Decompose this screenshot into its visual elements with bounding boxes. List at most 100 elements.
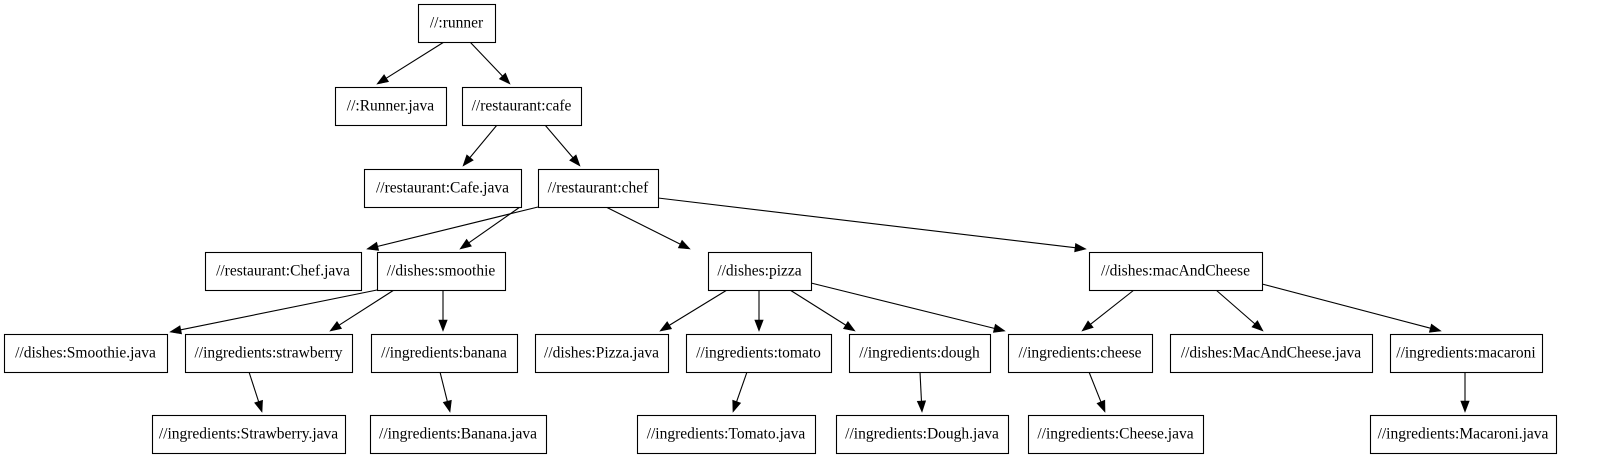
node-box[interactable]	[707, 251, 813, 292]
edge-dishes_pizza-to-ing_cheese	[810, 282, 1006, 333]
arrowhead-icon	[1251, 320, 1264, 332]
node-label: //ingredients:Strawberry.java	[159, 426, 338, 443]
node-restaurant_chef[interactable]: //restaurant:chef	[537, 168, 660, 209]
node-box[interactable]	[534, 333, 670, 374]
node-smoothie_java[interactable]: //dishes:Smoothie.java	[3, 333, 169, 374]
node-chef_java[interactable]: //restaurant:Chef.java	[204, 251, 363, 292]
arrowhead-icon	[366, 241, 380, 251]
edge-line	[469, 41, 503, 77]
edge-line	[1088, 371, 1102, 402]
arrowhead-icon	[1081, 320, 1094, 332]
edge-restaurant_chef-to-dishes_macandchee	[657, 197, 1087, 253]
arrowhead-icon	[916, 400, 927, 413]
arrowhead-icon	[442, 399, 452, 413]
node-restaurant_cafe[interactable]: //restaurant:cafe	[461, 86, 583, 127]
arrowhead-icon	[1096, 399, 1106, 413]
edge-line	[377, 206, 539, 247]
arrowhead-icon	[1074, 243, 1087, 253]
edge-dishes_pizza-to-pizza_java	[659, 289, 728, 332]
node-box[interactable]	[1369, 414, 1558, 455]
node-box[interactable]	[417, 3, 497, 44]
node-dishes_macandchee[interactable]: //dishes:macAndCheese	[1088, 251, 1264, 292]
arrowhead-icon	[732, 399, 742, 413]
node-label: //ingredients:Tomato.java	[647, 426, 806, 443]
node-runner[interactable]: //:runner	[417, 3, 497, 44]
edge-line	[544, 124, 574, 158]
node-dough_java[interactable]: //ingredients:Dough.java	[835, 414, 1010, 455]
node-box[interactable]	[1169, 333, 1374, 374]
node-ing_macaroni[interactable]: //ingredients:macaroni	[1389, 333, 1544, 374]
edge-ing_strawberry-to-strawberry_java	[248, 371, 263, 413]
node-macandcheese_java[interactable]: //dishes:MacAndCheese.java	[1169, 333, 1374, 374]
node-tomato_java[interactable]: //ingredients:Tomato.java	[636, 414, 817, 455]
edge-ing_macaroni-to-macaroni_java	[1460, 372, 1470, 413]
node-box[interactable]	[537, 168, 660, 209]
edge-layer	[169, 41, 1470, 413]
node-box[interactable]	[3, 333, 169, 374]
node-box[interactable]	[1027, 414, 1205, 455]
node-ing_cheese[interactable]: //ingredients:cheese	[1007, 333, 1154, 374]
node-box[interactable]	[370, 333, 519, 374]
node-label: //ingredients:tomato	[696, 345, 821, 362]
edge-line	[469, 124, 498, 158]
node-dishes_smoothie[interactable]: //dishes:smoothie	[376, 251, 507, 292]
arrowhead-icon	[569, 154, 581, 167]
arrowhead-icon	[462, 154, 474, 167]
node-cheese_java[interactable]: //ingredients:Cheese.java	[1027, 414, 1205, 455]
node-label: //ingredients:cheese	[1018, 345, 1141, 362]
node-label: //:Runner.java	[347, 98, 435, 115]
node-label: //dishes:pizza	[717, 263, 801, 280]
node-label: //:runner	[430, 15, 484, 32]
node-label: //dishes:macAndCheese	[1101, 263, 1250, 280]
edge-line	[789, 289, 846, 326]
node-box[interactable]	[363, 168, 523, 209]
arrowhead-icon	[677, 239, 691, 250]
node-label: //ingredients:dough	[859, 345, 980, 362]
node-box[interactable]	[1007, 333, 1154, 374]
node-ing_strawberry[interactable]: //ingredients:strawberry	[184, 333, 354, 374]
edge-line	[1090, 289, 1135, 325]
edge-line	[657, 197, 1076, 249]
edge-line	[180, 289, 378, 331]
edge-dishes_smoothie-to-ing_banana	[438, 290, 448, 332]
node-box[interactable]	[369, 414, 548, 455]
node-box[interactable]	[835, 414, 1010, 455]
node-ing_banana[interactable]: //ingredients:banana	[370, 333, 519, 374]
node-pizza_java[interactable]: //dishes:Pizza.java	[534, 333, 670, 374]
node-ing_dough[interactable]: //ingredients:dough	[848, 333, 992, 374]
node-box[interactable]	[1088, 251, 1264, 292]
arrowhead-icon	[1428, 323, 1442, 333]
node-label: //dishes:Pizza.java	[544, 345, 659, 362]
node-label: //dishes:smoothie	[387, 263, 496, 280]
node-box[interactable]	[461, 86, 583, 127]
node-label: //ingredients:Cheese.java	[1037, 426, 1193, 443]
arrowhead-icon	[659, 321, 673, 332]
node-dishes_pizza[interactable]: //dishes:pizza	[707, 251, 813, 292]
node-cafe_java[interactable]: //restaurant:Cafe.java	[363, 168, 523, 209]
node-ing_tomato[interactable]: //ingredients:tomato	[685, 333, 833, 374]
node-label: //dishes:Smoothie.java	[15, 345, 156, 362]
node-box[interactable]	[151, 414, 347, 455]
node-box[interactable]	[848, 333, 992, 374]
edge-ing_dough-to-dough_java	[916, 371, 927, 413]
node-box[interactable]	[685, 333, 833, 374]
node-macaroni_java[interactable]: //ingredients:Macaroni.java	[1369, 414, 1558, 455]
node-box[interactable]	[1389, 333, 1544, 374]
edge-dishes_smoothie-to-smoothie_java	[169, 289, 378, 335]
node-layer: //:runner //:Runner.java //restaurant:cafe…	[3, 3, 1558, 455]
edge-line	[810, 282, 995, 329]
node-strawberry_java[interactable]: //ingredients:Strawberry.java	[151, 414, 347, 455]
node-runner_java[interactable]: //:Runner.java	[334, 86, 448, 127]
edge-restaurant_chef-to-dishes_smoothie	[459, 206, 521, 250]
node-box[interactable]	[376, 251, 507, 292]
node-label: //restaurant:cafe	[472, 98, 572, 115]
node-banana_java[interactable]: //ingredients:Banana.java	[369, 414, 548, 455]
edge-dishes_smoothie-to-ing_strawberry	[329, 289, 395, 332]
node-box[interactable]	[334, 86, 448, 127]
arrowhead-icon	[1460, 400, 1470, 413]
node-box[interactable]	[204, 251, 363, 292]
arrowhead-icon	[842, 321, 856, 332]
node-box[interactable]	[184, 333, 354, 374]
node-box[interactable]	[636, 414, 817, 455]
